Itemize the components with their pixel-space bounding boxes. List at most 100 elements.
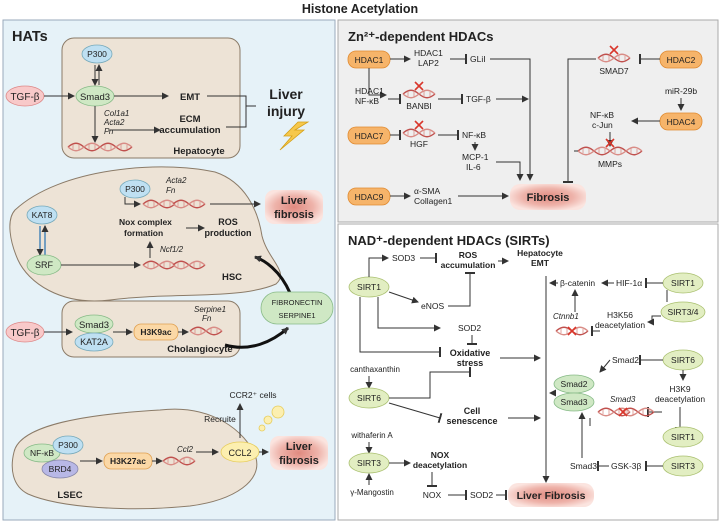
mcp1-label: MCP-1 (462, 152, 489, 162)
p300-to-genes-arrow (124, 197, 141, 208)
smad2-to-complex-arrow (599, 359, 611, 373)
smad3-gene-label: Smad3 (610, 395, 636, 404)
tgfb-label-zn: TGF-β (466, 94, 491, 104)
smad3-label-chol: Smad3 (79, 320, 109, 331)
sirt1-node-bottom (662, 426, 704, 448)
kat2a-label: KAT2A (80, 337, 108, 347)
liver-fibrosis-box-lsec (270, 436, 328, 470)
hepatocyte-emt-label-2: EMT (531, 258, 550, 268)
h3k56-label-2: deacetylation (595, 320, 645, 330)
sirt1-to-enos-arrow (388, 291, 419, 304)
smad3b-label: Smad3 (561, 397, 588, 407)
secreted-factors-node (260, 291, 334, 325)
kat2a-node (74, 332, 114, 352)
serpine1-label: SERPINE1 (278, 311, 315, 320)
smad2b-label: Smad2 (561, 379, 588, 389)
hdac9-label: HDAC9 (355, 192, 384, 202)
sirt6-label-right: SIRT6 (671, 355, 695, 365)
lsec-label: LSEC (57, 490, 82, 501)
ccr2-cell-icon (258, 424, 266, 432)
lightning-icon (279, 121, 310, 151)
tgfb-label: TGF-β (10, 92, 39, 103)
glil-label: GLiI (470, 54, 486, 64)
sod2b-label: SOD2 (470, 490, 493, 500)
senescence-label-2: senescence (446, 416, 497, 426)
nfkb-label-zn2: NF-κB (590, 110, 614, 120)
nox-label-1: Nox complex (119, 217, 172, 227)
ox-stress-label-1: Oxidative (450, 348, 491, 358)
sirt6-inhibits-senescence (388, 402, 443, 424)
gene-col1a1: Col1a1 (104, 109, 129, 118)
hdac1-nfkb-label-1: HDAC1 (355, 86, 384, 96)
gsk-label: GSK-3β (611, 461, 642, 471)
sirt3-label-right: SIRT3 (671, 461, 695, 471)
secreted-to-hsc-arrow (254, 255, 292, 294)
h3k9-label-1: H3K9 (669, 384, 691, 394)
hdac1-lap2-label-1: HDAC1 (414, 48, 443, 58)
gene-ncf12: Ncf1/2 (160, 245, 184, 254)
ecm-label-2: accumulation (159, 125, 220, 136)
sirt1-inhibits-ox (359, 297, 441, 357)
ros-label-nad-1: ROS (459, 250, 478, 260)
collagen-label: Collagen1 (414, 196, 453, 206)
ecm-label-1: ECM (179, 114, 200, 125)
p300-node-lsec (52, 435, 84, 455)
nox-label: NOX (423, 490, 442, 500)
canthaxanthin-label: canthaxanthin (350, 365, 400, 374)
zn-heading: Zn²⁺-dependent HDACs (348, 29, 494, 44)
gene-fn-hep: Fn (104, 127, 114, 136)
nad-heading: NAD⁺-dependent HDACs (SIRTs) (348, 233, 550, 248)
mmps-label: MMPs (598, 159, 622, 169)
sod2-label: SOD2 (458, 323, 481, 333)
ccr2-cell-icon (271, 405, 285, 419)
gene-fn-chol: Fn (202, 314, 212, 323)
nfkb-label-lsec: NF-κB (30, 448, 54, 458)
hif-label: HIF-1α (616, 278, 642, 288)
sirt6-label-left: SIRT6 (357, 393, 381, 403)
h3k56-label-1: H3K56 (607, 310, 633, 320)
sirt3-label-left: SIRT3 (357, 458, 381, 468)
nfkb-label-zn: NF-κB (462, 130, 486, 140)
kat8-label: KAT8 (32, 210, 53, 220)
sirt1-to-sod3-arrow (368, 254, 389, 277)
sirt1-label-left: SIRT1 (357, 282, 381, 292)
senescence-label-1: Cell (464, 406, 481, 416)
liver-fibrosis-hsc-2: fibrosis (274, 209, 314, 221)
hdac2-label: HDAC2 (667, 55, 696, 65)
hepatocyte-cell (61, 37, 241, 159)
fibrosis-label-zn: Fibrosis (527, 192, 570, 204)
enos-label: eNOS (421, 301, 444, 311)
ecm-to-injury-line (226, 106, 247, 128)
nad-hdacs-panel (337, 223, 719, 521)
smad7-inhibits-fibrosis (563, 58, 596, 183)
hepatocyte-emt-label-1: Hepatocyte (517, 248, 563, 258)
ccl2-label: CCL2 (228, 448, 251, 458)
p300-label-hep: P300 (87, 49, 107, 59)
hgf-label: HGF (410, 139, 428, 149)
ox-stress-label-2: stress (457, 358, 484, 368)
h3k27ac-label: H3K27ac (110, 456, 146, 466)
liver-injury-label-2: injury (267, 103, 305, 119)
smad3-label-hep: Smad3 (80, 92, 110, 103)
hdac1-lap2-label-2: LAP2 (418, 58, 439, 68)
hdac1-nfkb-label-2: NF-κB (355, 96, 379, 106)
mangostin-label: γ-Mangostin (350, 488, 394, 497)
banbi-label: BANBI (406, 101, 432, 111)
ros-label-hsc-2: production (205, 228, 252, 238)
fibronectin-label: FIBRONECTIN (272, 298, 323, 307)
sirt1-to-sod2-arrow (377, 297, 441, 332)
p300-label-hsc: P300 (125, 184, 145, 194)
smad2-label-top: Smad2 (612, 355, 639, 365)
liver-fibrosis-box-hsc (265, 190, 323, 224)
tgfb-label-chol: TGF-β (10, 328, 39, 339)
gene-fn-hsc: Fn (166, 186, 176, 195)
mcp1-to-fibrosis-line (496, 161, 524, 181)
cjun-label: c-Jun (592, 120, 613, 130)
liver-fibrosis-hsc-1: Liver (281, 195, 308, 207)
recruite-label: Recruite (204, 414, 236, 424)
ccr2-label: CCR2⁺ cells (230, 390, 277, 400)
p300-node-hsc (119, 179, 151, 199)
enos-inhibits-ros (448, 272, 475, 307)
liver-fibrosis-box-nad (508, 483, 594, 507)
